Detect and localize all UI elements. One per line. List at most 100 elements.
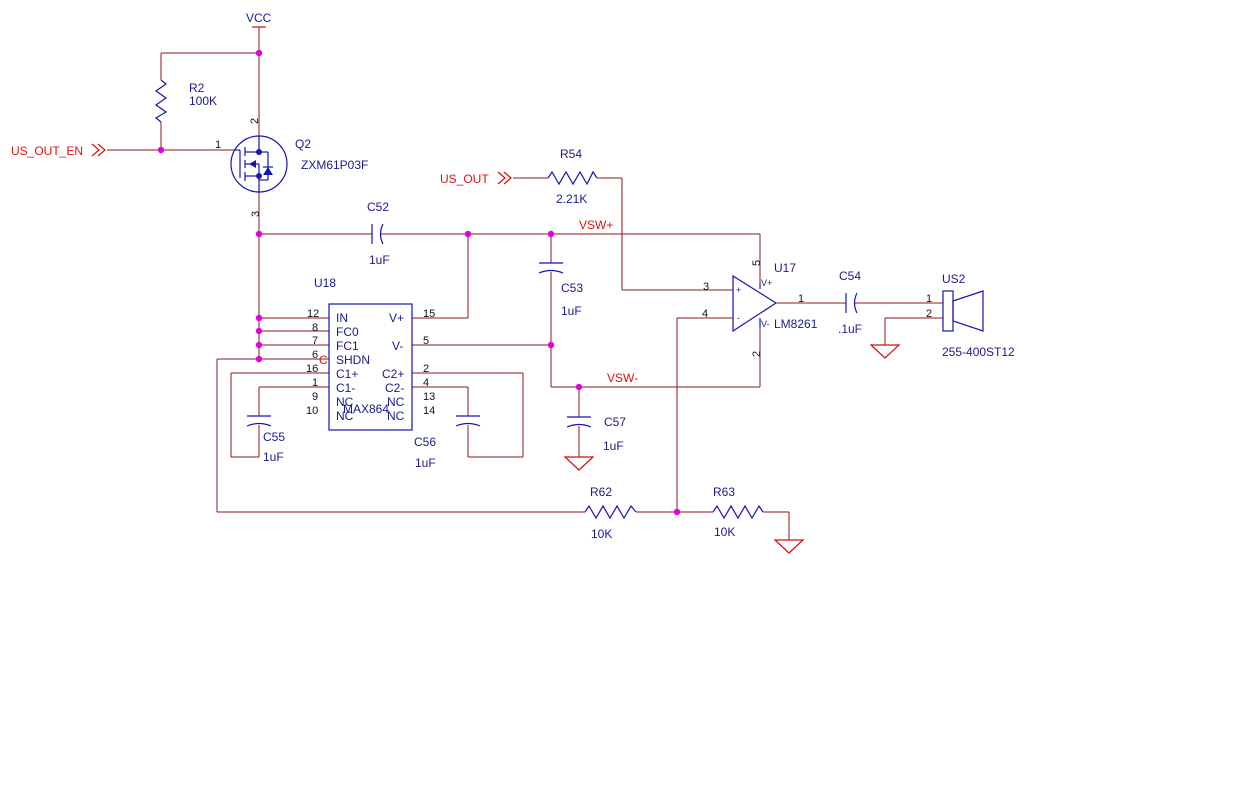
vcc-net: VCC <box>246 11 272 28</box>
r2-ref: R2 <box>189 81 205 95</box>
resistor-icon <box>584 504 637 520</box>
u17-label-minus: - <box>737 313 740 323</box>
vsw-minus-label: VSW- <box>607 371 638 385</box>
u17-label-vp: V+ <box>761 278 772 288</box>
capacitor-c57[interactable]: C57 1uF <box>566 415 626 453</box>
vsw-plus-label: VSW+ <box>579 218 613 232</box>
vcc-label: VCC <box>246 11 272 25</box>
u18-pin-num: 14 <box>423 405 435 417</box>
c55-ref: C55 <box>263 430 285 444</box>
u18-pin-num: 8 <box>312 322 318 334</box>
c56-ref: C56 <box>414 435 436 449</box>
speaker-magnet-icon <box>942 290 954 332</box>
ic-body <box>328 303 413 431</box>
us2-pin1: 1 <box>926 293 932 305</box>
u18-pin-name: SHDN <box>336 353 370 367</box>
mosfet-q2[interactable]: Q2 ZXM61P03F 1 2 3 <box>215 118 368 217</box>
u18-pin-num: 4 <box>423 377 429 389</box>
c56-value: 1uF <box>415 456 436 470</box>
resistor-icon <box>154 79 168 123</box>
u18-pin-name: V+ <box>389 311 404 325</box>
speaker-us2[interactable]: US2 255-400ST12 1 2 <box>926 272 1015 359</box>
us-out-en-label: US_OUT_EN <box>11 144 83 158</box>
q2-ref: Q2 <box>295 137 311 151</box>
u18-pin-num: 16 <box>306 363 318 375</box>
c54-value: .1uF <box>838 322 862 336</box>
capacitor-c52[interactable]: C52 1uF <box>367 200 390 267</box>
resistor-r54[interactable]: R54 2.21K <box>547 147 598 206</box>
resistor-icon <box>712 504 764 520</box>
capacitor-c56[interactable]: C56 1uF <box>414 415 481 470</box>
u17-pin-inn: 4 <box>702 308 708 320</box>
body-diode-icon <box>263 167 273 175</box>
c53-value: 1uF <box>561 304 582 318</box>
u17-label-vn: V- <box>761 319 770 329</box>
capacitor-plate-icon <box>566 423 592 428</box>
u17-ref: U17 <box>774 261 796 275</box>
c54-ref: C54 <box>839 269 861 283</box>
us2-value: 255-400ST12 <box>942 345 1015 359</box>
u18-pin-name: C2- <box>385 381 404 395</box>
q2-pin-source: 2 <box>249 118 261 124</box>
junction-dots <box>157 49 681 516</box>
u17-pin-vp: 5 <box>751 260 763 266</box>
ground-icon <box>773 539 805 554</box>
u18-pin-num: 2 <box>423 363 429 375</box>
u18-pin-num: 10 <box>306 405 318 417</box>
r62-ref: R62 <box>590 485 612 499</box>
capacitor-plate-icon <box>246 422 272 427</box>
q2-value: ZXM61P03F <box>301 158 368 172</box>
u18-pin-num: 7 <box>312 335 318 347</box>
capacitor-plate-icon <box>379 223 384 245</box>
c53-ref: C53 <box>561 281 583 295</box>
opamp-u17[interactable]: U17 LM8261 V+ V- + - 3 4 1 5 2 <box>702 260 818 357</box>
ground-icon <box>563 456 595 471</box>
capacitor-plate-icon <box>538 269 564 274</box>
resistor-r62[interactable]: R62 10K <box>584 485 637 541</box>
u18-pin-num: 1 <box>312 377 318 389</box>
u18-pin-num: 13 <box>423 391 435 403</box>
capacitor-c54[interactable]: C54 .1uF <box>838 269 862 336</box>
us-out-label: US_OUT <box>440 172 489 186</box>
us-out-en-port[interactable]: US_OUT_EN <box>11 143 106 158</box>
capacitor-plate-icon <box>455 422 481 427</box>
u18-pin-num: 5 <box>423 335 429 347</box>
c52-value: 1uF <box>369 253 390 267</box>
u18-pin-name: NC <box>336 395 354 409</box>
r62-value: 10K <box>591 527 612 541</box>
q2-pin-drain: 3 <box>250 211 262 217</box>
c57-ref: C57 <box>604 415 626 429</box>
us2-ref: US2 <box>942 272 966 286</box>
u18-pin-name: IN <box>336 311 348 325</box>
u18-pin-name: FC0 <box>336 325 359 339</box>
u18-pin-name: NC <box>387 409 405 423</box>
resistor-r63[interactable]: R63 10K <box>712 485 764 539</box>
ic-u18[interactable]: U18 MAX864 C 12 8 7 6 16 1 9 10 IN FC0 F… <box>306 276 435 431</box>
u18-pin-name: NC <box>336 409 354 423</box>
r63-ref: R63 <box>713 485 735 499</box>
u18-pin-num: 15 <box>423 308 435 320</box>
u17-pin-out: 1 <box>798 293 804 305</box>
capacitor-c55[interactable]: C55 1uF <box>246 415 285 464</box>
capacitor-c53[interactable]: C53 1uF <box>538 262 583 318</box>
resistor-r2[interactable]: R2 100K <box>154 79 217 123</box>
u18-pin-name: C1+ <box>336 367 358 381</box>
u18-value: MAX864 <box>343 402 389 416</box>
u17-pin-vn: 2 <box>751 351 763 357</box>
u18-pin-num: 9 <box>312 391 318 403</box>
c55-value: 1uF <box>263 450 284 464</box>
u18-pin-name: NC <box>387 395 405 409</box>
u17-label-plus: + <box>736 285 741 295</box>
u17-value: LM8261 <box>774 317 818 331</box>
c52-ref: C52 <box>367 200 389 214</box>
r2-value: 100K <box>189 94 217 108</box>
u17-pin-inp: 3 <box>703 281 709 293</box>
wires <box>107 27 943 540</box>
us-out-port[interactable]: US_OUT <box>440 171 512 186</box>
u18-pin-name: FC1 <box>336 339 359 353</box>
r63-value: 10K <box>714 525 735 539</box>
u18-pin-name: C2+ <box>382 367 404 381</box>
offpage-connector-icon <box>497 171 512 185</box>
ground-icon <box>869 344 901 359</box>
